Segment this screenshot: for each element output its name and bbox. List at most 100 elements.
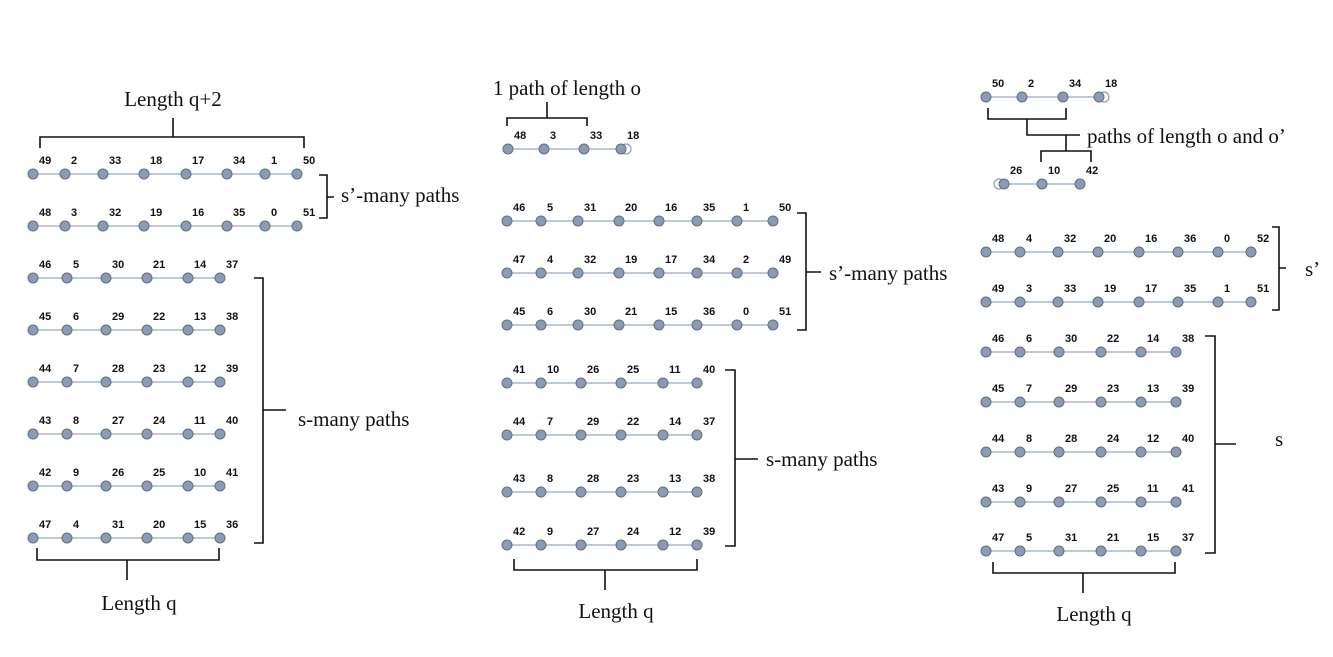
left-s-caption: s-many paths xyxy=(298,407,409,431)
middle-bottom-bracket xyxy=(513,559,698,590)
path-node xyxy=(980,496,992,508)
left-top-bracket xyxy=(39,118,305,148)
node-label: 12 xyxy=(194,363,206,375)
node-label: 44 xyxy=(39,363,52,375)
node-label: 41 xyxy=(1182,483,1194,495)
path-node xyxy=(731,319,743,331)
right-bottom-caption: Length q xyxy=(1056,602,1132,626)
path-node xyxy=(657,486,669,498)
path-node xyxy=(731,215,743,227)
node-label: 24 xyxy=(627,526,640,538)
node-label: 27 xyxy=(1065,483,1077,495)
left-s-prime-caption: s’-many paths xyxy=(341,183,459,207)
node-label: 6 xyxy=(547,306,553,318)
node-label: 17 xyxy=(665,254,677,266)
node-label: 34 xyxy=(1069,78,1082,90)
path-node xyxy=(767,319,779,331)
path-node xyxy=(575,539,587,551)
node-label: 39 xyxy=(226,363,238,375)
node-label: 14 xyxy=(194,259,207,271)
path-node xyxy=(1172,296,1184,308)
path-node xyxy=(1016,91,1028,103)
node-label: 1 xyxy=(1224,283,1230,295)
path-node xyxy=(1170,446,1182,458)
path-node xyxy=(138,220,150,232)
left-top-caption: Length q+2 xyxy=(124,87,222,111)
path-node xyxy=(214,376,226,388)
path-node xyxy=(180,168,192,180)
left-s-bracket xyxy=(254,277,286,544)
path-node xyxy=(182,272,194,284)
path-node xyxy=(1093,91,1105,103)
node-label: 52 xyxy=(1257,233,1269,245)
node-label: 12 xyxy=(1147,433,1159,445)
node-label: 1 xyxy=(743,202,749,214)
node-label: 25 xyxy=(153,467,165,479)
path-node xyxy=(980,296,992,308)
node-label: 37 xyxy=(226,259,238,271)
node-label: 8 xyxy=(1026,433,1032,445)
path-node xyxy=(97,220,109,232)
middle-s-prime-caption: s’-many paths xyxy=(829,261,947,285)
node-label: 31 xyxy=(1065,532,1077,544)
node-label: 30 xyxy=(1065,333,1077,345)
node-label: 1 xyxy=(271,155,277,167)
path-node xyxy=(1245,246,1257,258)
path-node xyxy=(291,220,303,232)
node-label: 28 xyxy=(112,363,124,375)
node-label: 31 xyxy=(112,519,124,531)
node-label: 10 xyxy=(1048,165,1060,177)
path-node xyxy=(980,346,992,358)
node-label: 22 xyxy=(1107,333,1119,345)
path-node xyxy=(501,539,513,551)
path-node xyxy=(1095,446,1107,458)
node-label: 46 xyxy=(513,202,525,214)
path-node xyxy=(1170,346,1182,358)
path-node xyxy=(572,267,584,279)
path-node xyxy=(613,267,625,279)
node-label: 20 xyxy=(153,519,165,531)
node-label: 50 xyxy=(303,155,315,167)
path-node xyxy=(141,532,153,544)
node-label: 40 xyxy=(226,415,238,427)
node-label: 47 xyxy=(992,532,1004,544)
path-node xyxy=(1014,545,1026,557)
path-node xyxy=(214,428,226,440)
node-label: 2 xyxy=(71,155,77,167)
path-node xyxy=(657,429,669,441)
path-node xyxy=(998,178,1010,190)
path-node xyxy=(1014,346,1026,358)
path-node xyxy=(535,539,547,551)
node-label: 20 xyxy=(1104,233,1116,245)
node-label: 15 xyxy=(194,519,206,531)
path-node xyxy=(141,480,153,492)
node-label: 30 xyxy=(584,306,596,318)
node-label: 29 xyxy=(112,311,124,323)
node-label: 16 xyxy=(192,207,204,219)
node-label: 3 xyxy=(71,207,77,219)
path-node xyxy=(27,220,39,232)
node-label: 19 xyxy=(150,207,162,219)
path-node xyxy=(141,324,153,336)
path-node xyxy=(182,480,194,492)
node-label: 36 xyxy=(1184,233,1196,245)
path-node xyxy=(1212,296,1224,308)
node-label: 5 xyxy=(73,259,79,271)
left-bottom-caption: Length q xyxy=(101,591,177,615)
node-label: 49 xyxy=(992,283,1004,295)
node-label: 25 xyxy=(627,364,639,376)
path-node xyxy=(182,532,194,544)
path-node xyxy=(1053,396,1065,408)
node-label: 51 xyxy=(779,306,791,318)
node-label: 14 xyxy=(1147,333,1160,345)
